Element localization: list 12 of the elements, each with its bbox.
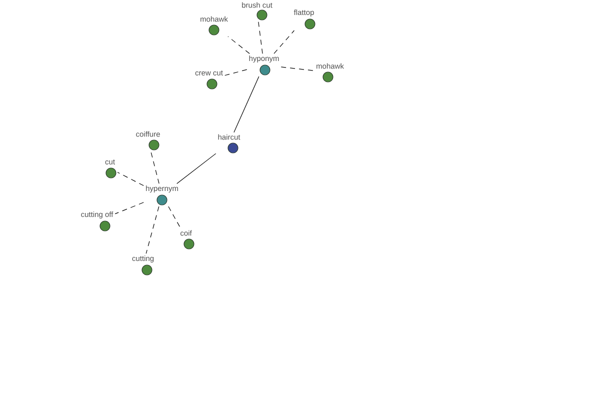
connector-line xyxy=(274,30,294,54)
connector-line xyxy=(114,202,144,214)
connector-line xyxy=(280,66,314,71)
connector-line xyxy=(258,21,263,54)
connector-line xyxy=(228,36,250,54)
connector-line xyxy=(146,206,160,254)
connector-line xyxy=(176,153,216,184)
connector-line xyxy=(150,151,160,184)
connector-line xyxy=(117,172,144,186)
connector-line xyxy=(234,76,260,133)
connector-line xyxy=(168,206,181,229)
connector-line xyxy=(224,69,248,76)
